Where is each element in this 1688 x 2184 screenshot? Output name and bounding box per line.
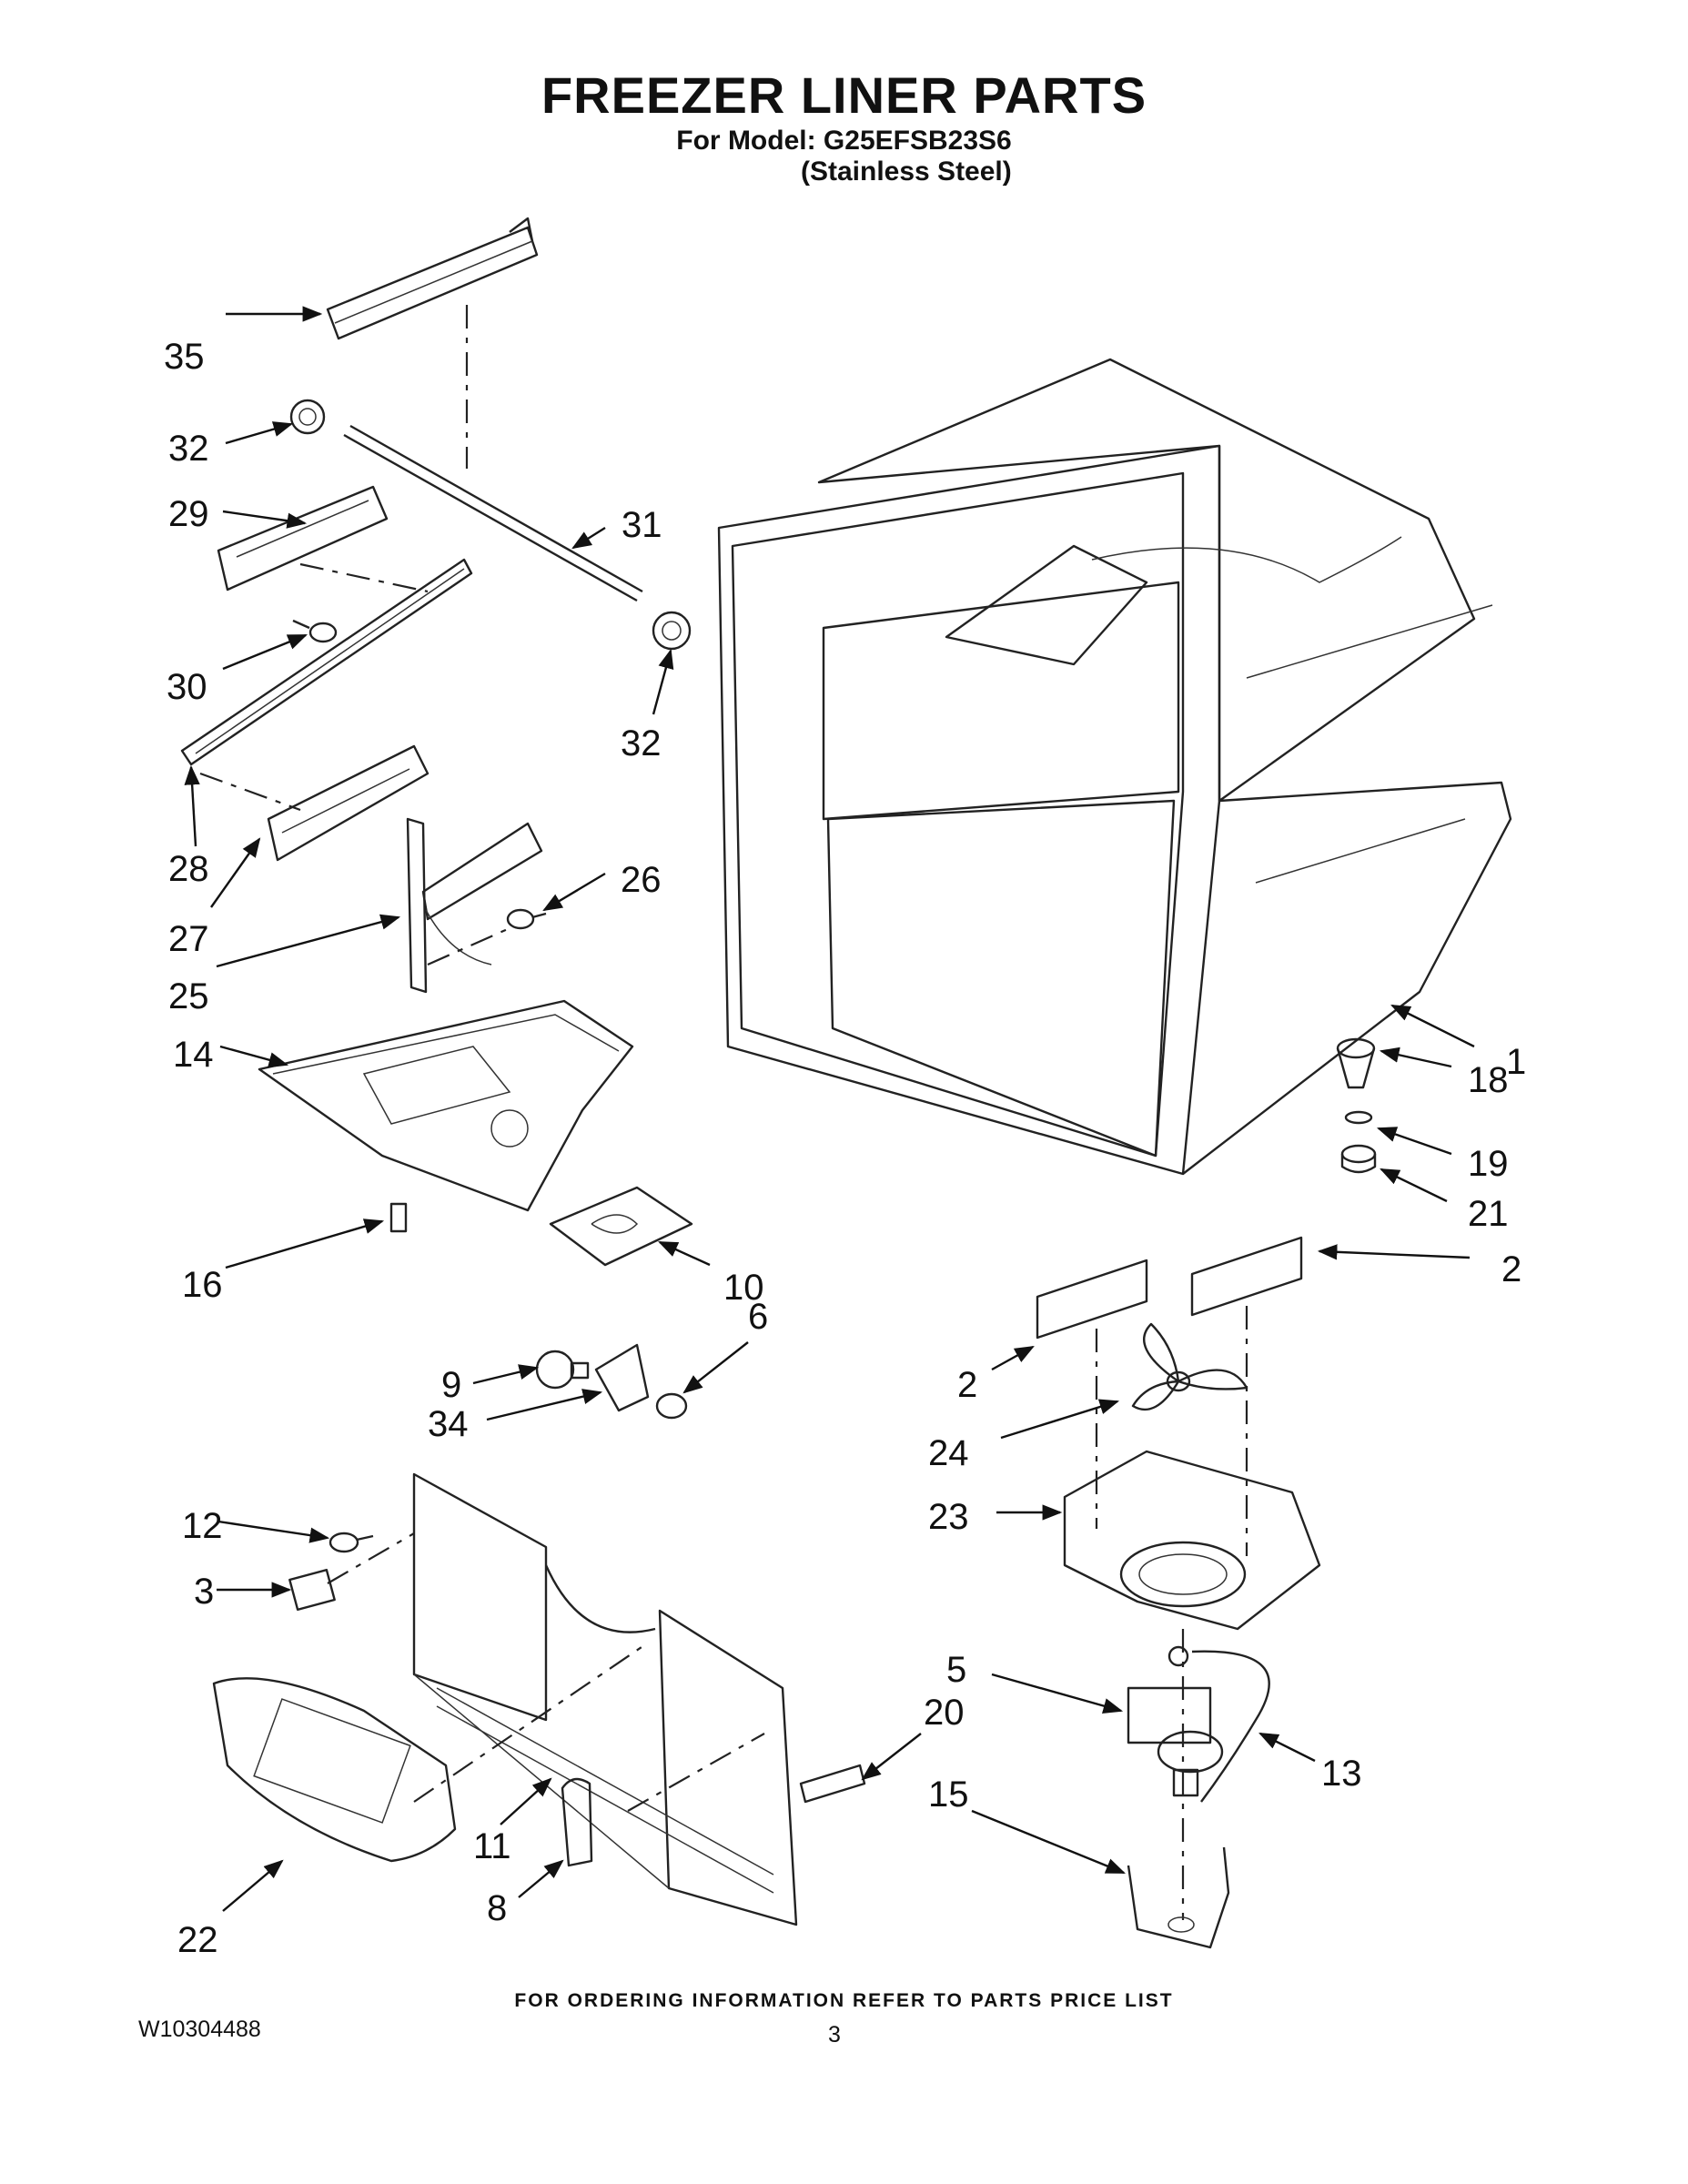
callout-18: 18 — [1468, 1060, 1509, 1100]
dash-line — [327, 1532, 415, 1584]
part-32-gear-top-drawing — [289, 399, 326, 435]
part-21-cap-drawing — [1340, 1144, 1377, 1174]
callout-14: 14 — [173, 1035, 214, 1075]
part-30-screw-drawing — [292, 619, 338, 643]
dash-line — [299, 562, 429, 593]
part-20-strip-drawing — [799, 1764, 866, 1804]
callout-3: 3 — [194, 1572, 214, 1612]
part-15-bracket-drawing — [1127, 1846, 1230, 1949]
part-29-bracket-drawing — [217, 485, 389, 592]
part-31-rod-drawing — [343, 424, 643, 602]
part-13-wire-drawing — [1191, 1650, 1270, 1803]
part-14-cover-drawing — [258, 999, 634, 1212]
callout-29: 29 — [168, 494, 209, 534]
part-28-slide-rail-drawing — [180, 558, 473, 766]
part-23-shroud-drawing — [1063, 1450, 1321, 1631]
callout-28: 28 — [168, 849, 209, 889]
callout-20: 20 — [924, 1693, 965, 1733]
part-16-clip-drawing — [389, 1202, 408, 1233]
callout-25: 25 — [168, 976, 209, 1016]
part-3-plate-drawing — [288, 1568, 336, 1612]
callout-31: 31 — [622, 505, 662, 545]
callout-32: 32 — [168, 429, 209, 469]
callout-13: 13 — [1321, 1754, 1362, 1794]
dash-line — [427, 926, 510, 966]
part-2-pad-left-drawing — [1036, 1259, 1148, 1340]
dash-line — [199, 772, 301, 812]
callout-11: 11 — [473, 1826, 511, 1866]
part-26-screw-drawing — [506, 908, 547, 930]
callout-2: 2 — [957, 1365, 977, 1405]
callout-32: 32 — [621, 723, 662, 763]
model-line: For Model: G25EFSB23S6 — [676, 126, 1012, 156]
callout-19: 19 — [1468, 1144, 1509, 1184]
part-32-gear-bottom-drawing — [652, 611, 692, 651]
document-number: W10304488 — [138, 2017, 261, 2042]
part-2-pad-right-drawing — [1190, 1236, 1303, 1317]
part-22-grille-drawing — [212, 1677, 457, 1863]
page-number: 3 — [828, 2022, 841, 2048]
callout-8: 8 — [487, 1888, 507, 1928]
callout-26: 26 — [621, 860, 662, 900]
callout-21: 21 — [1468, 1194, 1509, 1234]
callout-2: 2 — [1501, 1249, 1521, 1289]
part-10-pad-drawing — [549, 1186, 693, 1267]
callout-22: 22 — [177, 1920, 218, 1960]
ordering-note: FOR ORDERING INFORMATION REFER TO PARTS … — [514, 1990, 1174, 2011]
callout-34: 34 — [428, 1404, 469, 1444]
callout-30: 30 — [167, 667, 207, 707]
part-5-motor-drawing — [1127, 1645, 1224, 1797]
part-27-bracket-drawing — [267, 744, 430, 862]
part-24-fan-blade-drawing — [1131, 1322, 1248, 1411]
part-25-bracket-drawing — [406, 817, 543, 994]
callout-10: 10 — [723, 1268, 764, 1308]
callout-5: 5 — [946, 1650, 966, 1690]
callout-24: 24 — [928, 1433, 969, 1473]
callout-35: 35 — [164, 337, 205, 377]
callout-15: 15 — [928, 1774, 969, 1815]
part-35-rail-drawing — [326, 217, 539, 340]
callout-arrows — [184, 306, 1475, 1912]
callout-1: 1 — [1506, 1042, 1526, 1082]
part-11-panel-drawing — [412, 1472, 798, 1926]
finish-line: (Stainless Steel) — [801, 157, 1012, 187]
callout-6: 6 — [748, 1297, 768, 1337]
part-1-liner-drawing — [717, 358, 1512, 1176]
callout-27: 27 — [168, 919, 209, 959]
part-18-drain-drawing — [1336, 1037, 1376, 1089]
callout-16: 16 — [182, 1265, 223, 1305]
part-9-bulb-drawing — [535, 1350, 590, 1390]
callout-23: 23 — [928, 1497, 969, 1537]
part-8-bracket-drawing — [561, 1777, 593, 1867]
part-6-housing-drawing — [655, 1392, 688, 1420]
callout-9: 9 — [441, 1365, 461, 1405]
callout-12: 12 — [182, 1506, 223, 1546]
part-12-screw-drawing — [329, 1532, 374, 1553]
dash-line — [627, 1733, 765, 1812]
part-19-ring-drawing — [1344, 1110, 1373, 1125]
part-34-socket-drawing — [594, 1343, 650, 1412]
page-title: FREEZER LINER PARTS — [541, 66, 1147, 124]
